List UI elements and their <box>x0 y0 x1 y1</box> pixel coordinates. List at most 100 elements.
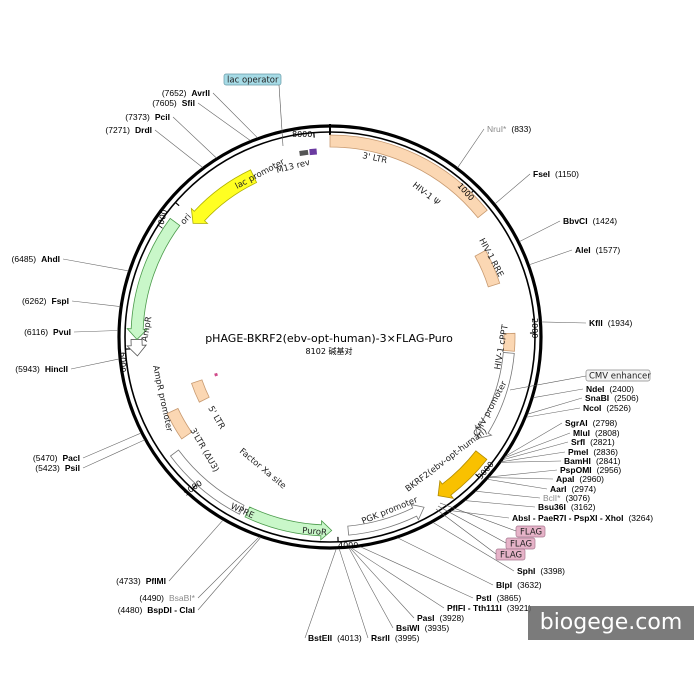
site-position: (833) <box>511 124 531 134</box>
site-position: (2836) <box>593 447 618 457</box>
feature-ampr-promoter <box>126 339 148 357</box>
site-label-pvui: (6116)PvuI <box>24 327 71 337</box>
feature-label-ori: ori <box>179 212 194 227</box>
site-leader-pvui <box>73 330 119 333</box>
site-position: (2960) <box>579 474 604 484</box>
feature-ori <box>190 169 258 224</box>
site-leader-bsu36i <box>464 500 536 508</box>
site-leader-bspdi-clai <box>197 537 261 611</box>
site-position: (3076) <box>565 493 590 503</box>
flag-label-2: FLAG <box>510 540 532 550</box>
site-label-drdi: (7271)DrdI <box>105 125 152 135</box>
site-position: (5423) <box>35 463 60 473</box>
feature-ampr <box>126 217 181 341</box>
site-label-snabi: SnaBI(2506) <box>585 393 639 403</box>
site-label-hincii: (5943)HincII <box>15 364 68 374</box>
site-position: (4733) <box>116 576 141 586</box>
plasmid-size: 8102 碱基对 <box>306 346 353 356</box>
site-leader-rsrii <box>338 548 369 639</box>
flag-label-3: FLAG <box>500 551 522 561</box>
site-leader-hincii <box>70 358 120 370</box>
feature-3-ltr-u3 <box>166 407 193 440</box>
site-leader-paci <box>82 432 142 459</box>
feature-label-5ltr: 5' LTR <box>205 405 226 432</box>
site-position: (1577) <box>596 245 621 255</box>
site-name: KflI <box>589 318 603 328</box>
flag-leader-2 <box>437 505 507 544</box>
site-position: (7605) <box>152 98 177 108</box>
site-leader-pmei <box>501 451 566 462</box>
cmv-enhancer-label: CMV enhancer <box>589 372 651 382</box>
site-label-ncoi: NcoI (2526) <box>583 403 631 413</box>
site-label-bsabi: (4490)BsaBI* <box>139 593 195 603</box>
site-position: (2956) <box>597 465 622 475</box>
site-position: (7373) <box>125 112 150 122</box>
site-labels-layer: NruI*(833)FseI(1150)BbvCI(1424)AleI(1577… <box>12 88 654 643</box>
site-name: Bsu36I <box>538 502 566 512</box>
flag-leader-3 <box>435 508 497 555</box>
site-position: (3995) <box>395 633 420 643</box>
site-label-psii: (5423)PsiI <box>35 463 80 473</box>
site-leader-bsabi <box>197 536 260 599</box>
feature-wpre <box>169 449 245 515</box>
site-leader-fsei <box>494 173 531 205</box>
site-leader-absi-paer7i-pspxi-xhoi <box>451 510 510 519</box>
site-name: ApaI <box>556 474 574 484</box>
site-label-kfli: KflI(1934) <box>589 318 632 328</box>
site-label-bsiwi: BsiWI(3935) <box>396 623 449 633</box>
site-leader-pflmi <box>168 519 224 582</box>
site-leader-pspomi <box>489 469 558 478</box>
site-position: (3162) <box>571 502 596 512</box>
site-leader-bcli <box>475 490 541 499</box>
site-name: AhdI <box>41 254 60 264</box>
site-leader-ndei <box>533 388 584 399</box>
site-position: (2526) <box>606 403 631 413</box>
site-name: PmeI <box>568 447 588 457</box>
site-name: PspOMI <box>560 465 592 475</box>
site-label-alei: AleI(1577) <box>575 245 620 255</box>
site-leader-bamhi <box>500 460 562 463</box>
site-leader-srfi <box>502 441 569 460</box>
site-name: NcoI <box>583 403 601 413</box>
tick-7000 <box>174 201 180 207</box>
site-leader-pcii <box>172 116 217 159</box>
site-label-rsrii: RsrII(3995) <box>371 633 420 643</box>
site-name: SrfI <box>571 437 585 447</box>
site-position: (3264) <box>628 513 653 523</box>
site-leader-ncoi <box>526 407 581 418</box>
site-leader-sfii <box>197 102 251 141</box>
site-name: BclI* <box>543 493 561 503</box>
site-label-ahdi: (6485)AhdI <box>12 254 60 264</box>
site-leader-snabi <box>527 397 583 415</box>
site-label-bamhi: BamHI(2841) <box>564 456 621 466</box>
site-position: (1424) <box>593 216 618 226</box>
site-leader-ahdi <box>62 258 129 272</box>
site-label-pflfi-tth111i: PflFI - Tth111I(3921) <box>447 603 532 613</box>
feature-bkrf2-ebv-opt-human <box>437 450 488 499</box>
feature-m13-rev <box>309 148 318 156</box>
site-label-fsei: FseI(1150) <box>533 169 579 179</box>
site-leader-blpi <box>397 537 494 586</box>
site-position: (5943) <box>15 364 40 374</box>
site-label-paci: (5470)PacI <box>33 453 80 463</box>
site-label-bsu36i: Bsu36I (3162) <box>538 502 596 512</box>
site-position: (2841) <box>596 456 621 466</box>
site-leader-drdi <box>154 129 203 168</box>
site-leader-aari <box>487 478 548 490</box>
feature-label-cmv-promoter: CMV promoter <box>472 379 510 438</box>
site-label-bspdi-clai: (4480)BspDI - ClaI <box>118 605 195 615</box>
site-leader-psii <box>82 439 145 469</box>
site-label-pcii: (7373)PciI <box>125 112 170 122</box>
site-leader-bsteii <box>304 548 337 639</box>
site-label-mlui: MluI(2808) <box>573 428 620 438</box>
site-leader-bbvci <box>519 220 561 242</box>
flag-leader-1 <box>439 502 517 532</box>
site-leader-sgrai <box>504 422 563 457</box>
tick-label-6000: 6000 <box>118 352 127 372</box>
site-label-nrui: NruI*(833) <box>487 124 531 134</box>
site-position: (7652) <box>162 88 187 98</box>
site-position: (2798) <box>593 418 618 428</box>
site-label-srfi: SrfI(2821) <box>571 437 615 447</box>
site-name: SfiI <box>182 98 195 108</box>
